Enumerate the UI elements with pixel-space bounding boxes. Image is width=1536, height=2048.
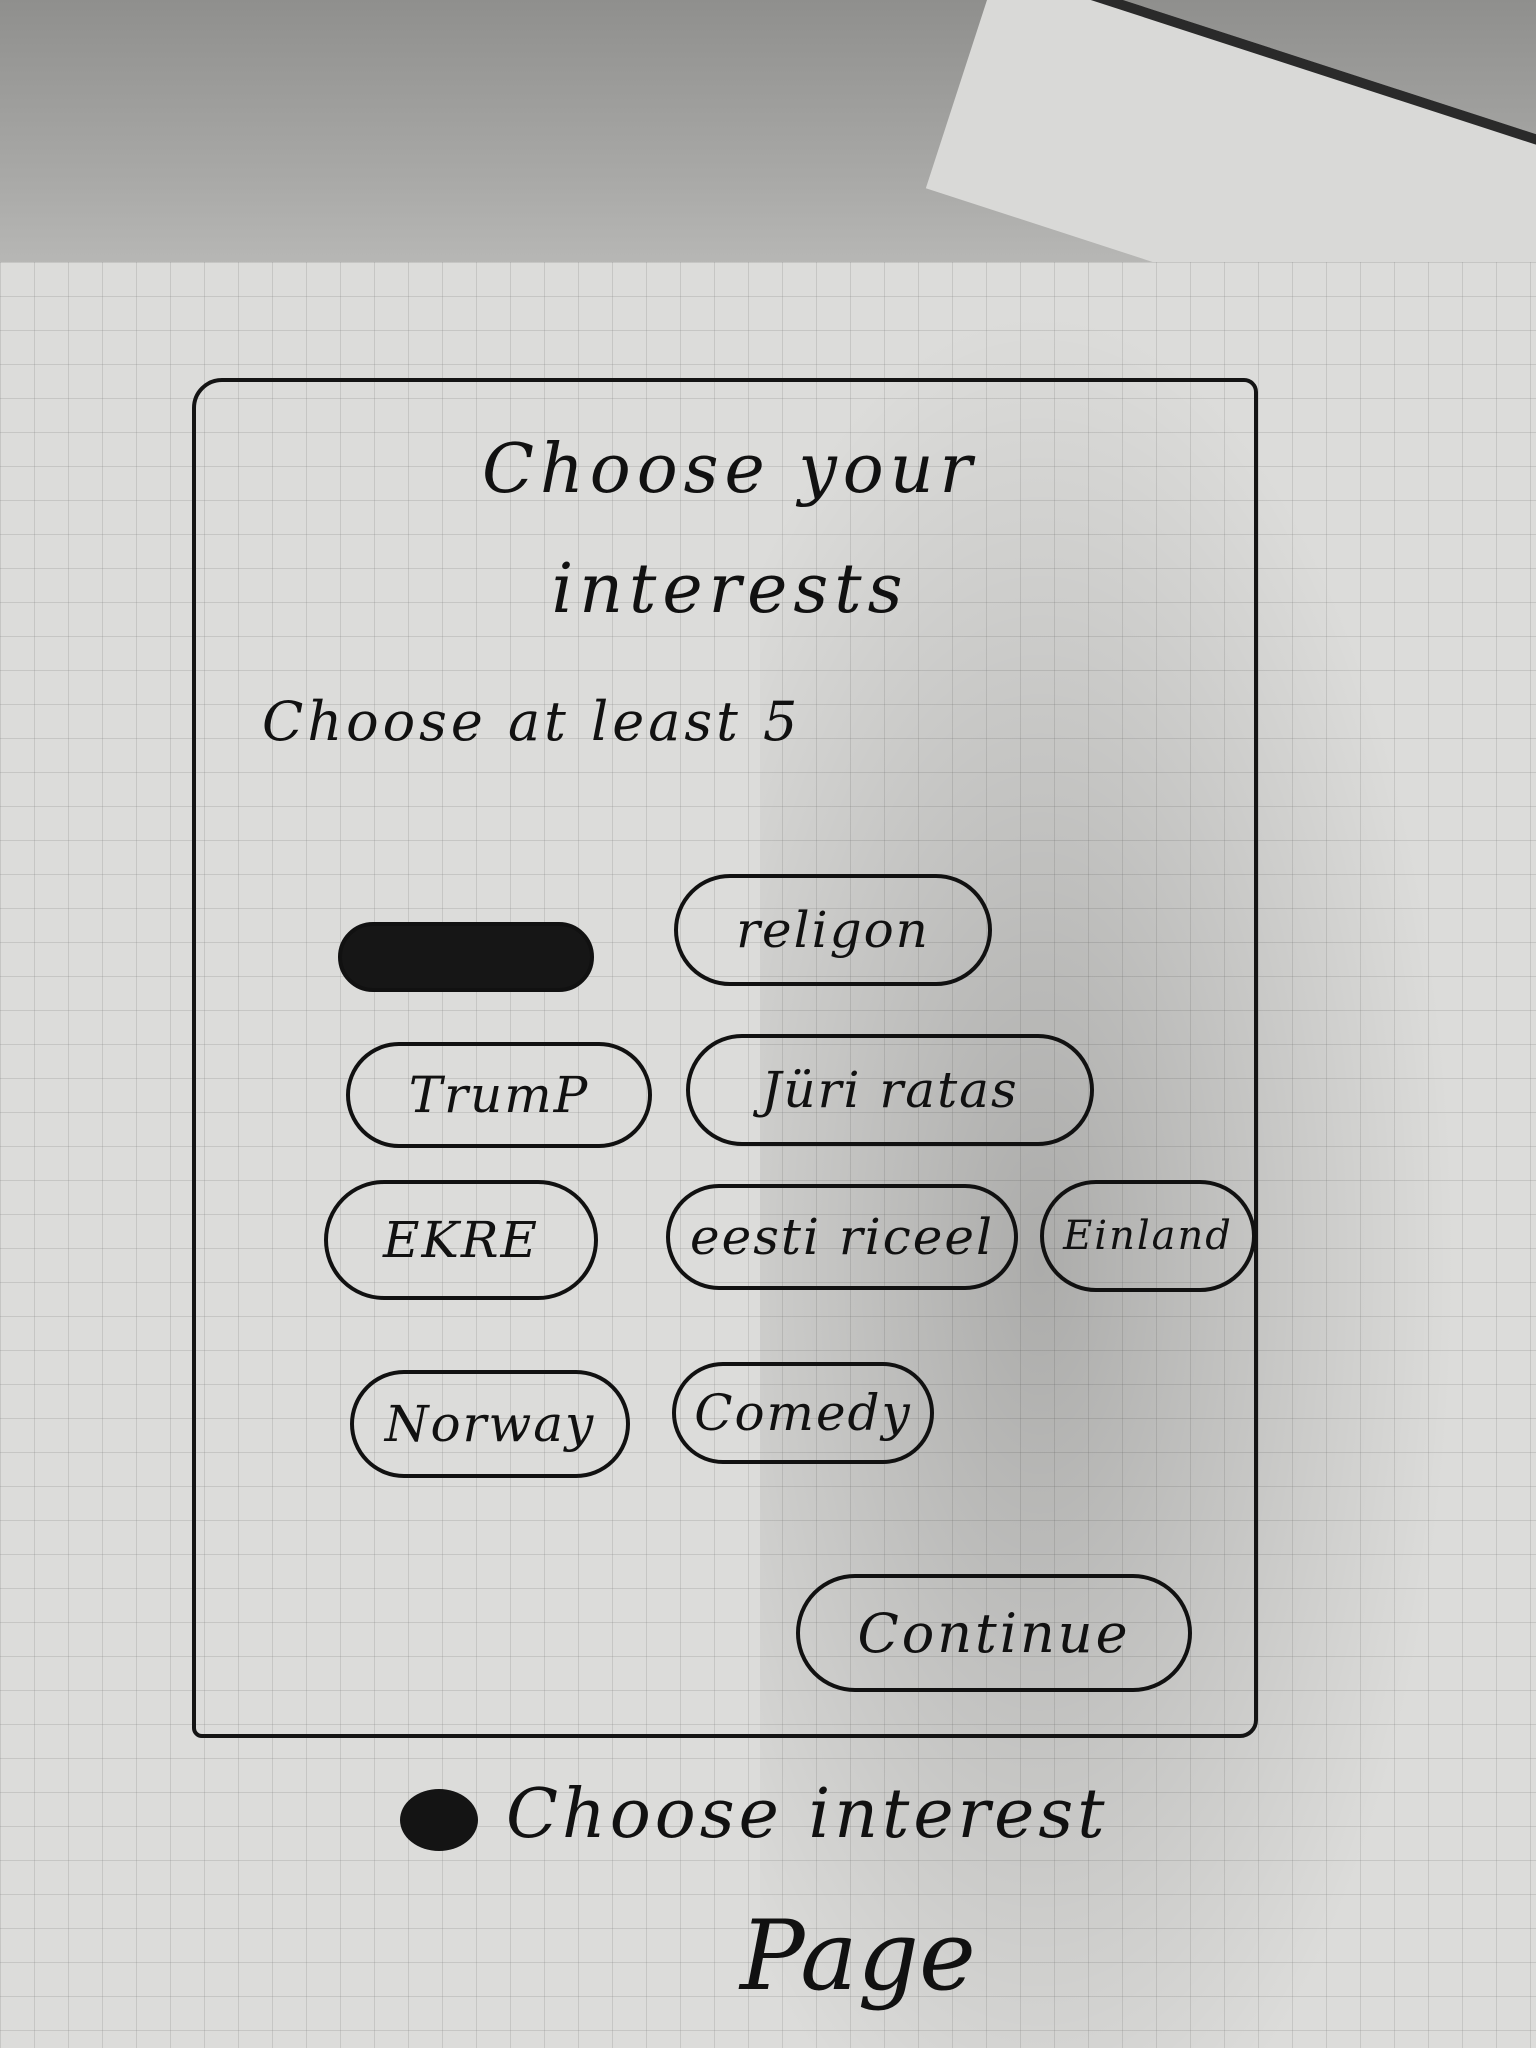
- interest-chip-label: Norway: [384, 1395, 596, 1453]
- interest-chip-eesti-riceel[interactable]: eesti riceel: [666, 1184, 1018, 1290]
- interest-chip-selected[interactable]: [338, 922, 594, 992]
- interest-chip-label: Jüri ratas: [761, 1061, 1019, 1119]
- scribble-icon: [400, 1788, 478, 1851]
- interest-chip-label: EKRE: [383, 1211, 539, 1269]
- interest-chip-label: eesti riceel: [690, 1208, 994, 1266]
- interest-chip-label: Comedy: [694, 1384, 912, 1442]
- page-subtitle: Choose at least 5: [262, 690, 802, 753]
- interest-chip-comedy[interactable]: Comedy: [672, 1362, 934, 1464]
- interest-chip-label: Einland: [1063, 1213, 1233, 1259]
- interest-chip-religon[interactable]: religon: [674, 874, 992, 986]
- sketch-caption: Choose interest: [400, 1775, 1220, 1854]
- continue-button[interactable]: Continue: [796, 1574, 1192, 1692]
- interest-chip-trump[interactable]: TrumP: [346, 1042, 652, 1148]
- page-title-line1: Choose your: [481, 430, 979, 509]
- caption-line2: Page: [740, 1900, 976, 2012]
- page-title: Choose your interests: [300, 410, 1160, 650]
- grid-paper: [0, 262, 1536, 2048]
- page-title-line2: interests: [551, 550, 909, 629]
- interest-chip-juri-ratas[interactable]: Jüri ratas: [686, 1034, 1094, 1146]
- interest-chip-label: TrumP: [408, 1066, 590, 1124]
- caption-line1: Choose interest: [506, 1775, 1109, 1854]
- interest-chip-norway[interactable]: Norway: [350, 1370, 630, 1478]
- interest-chip-label: religon: [736, 901, 930, 959]
- interest-chip-ekre[interactable]: EKRE: [324, 1180, 598, 1300]
- continue-button-label: Continue: [857, 1601, 1131, 1665]
- interest-chip-einland[interactable]: Einland: [1040, 1180, 1256, 1292]
- phone-frame-sketch: [192, 378, 1258, 1738]
- desk-background: [0, 0, 1536, 380]
